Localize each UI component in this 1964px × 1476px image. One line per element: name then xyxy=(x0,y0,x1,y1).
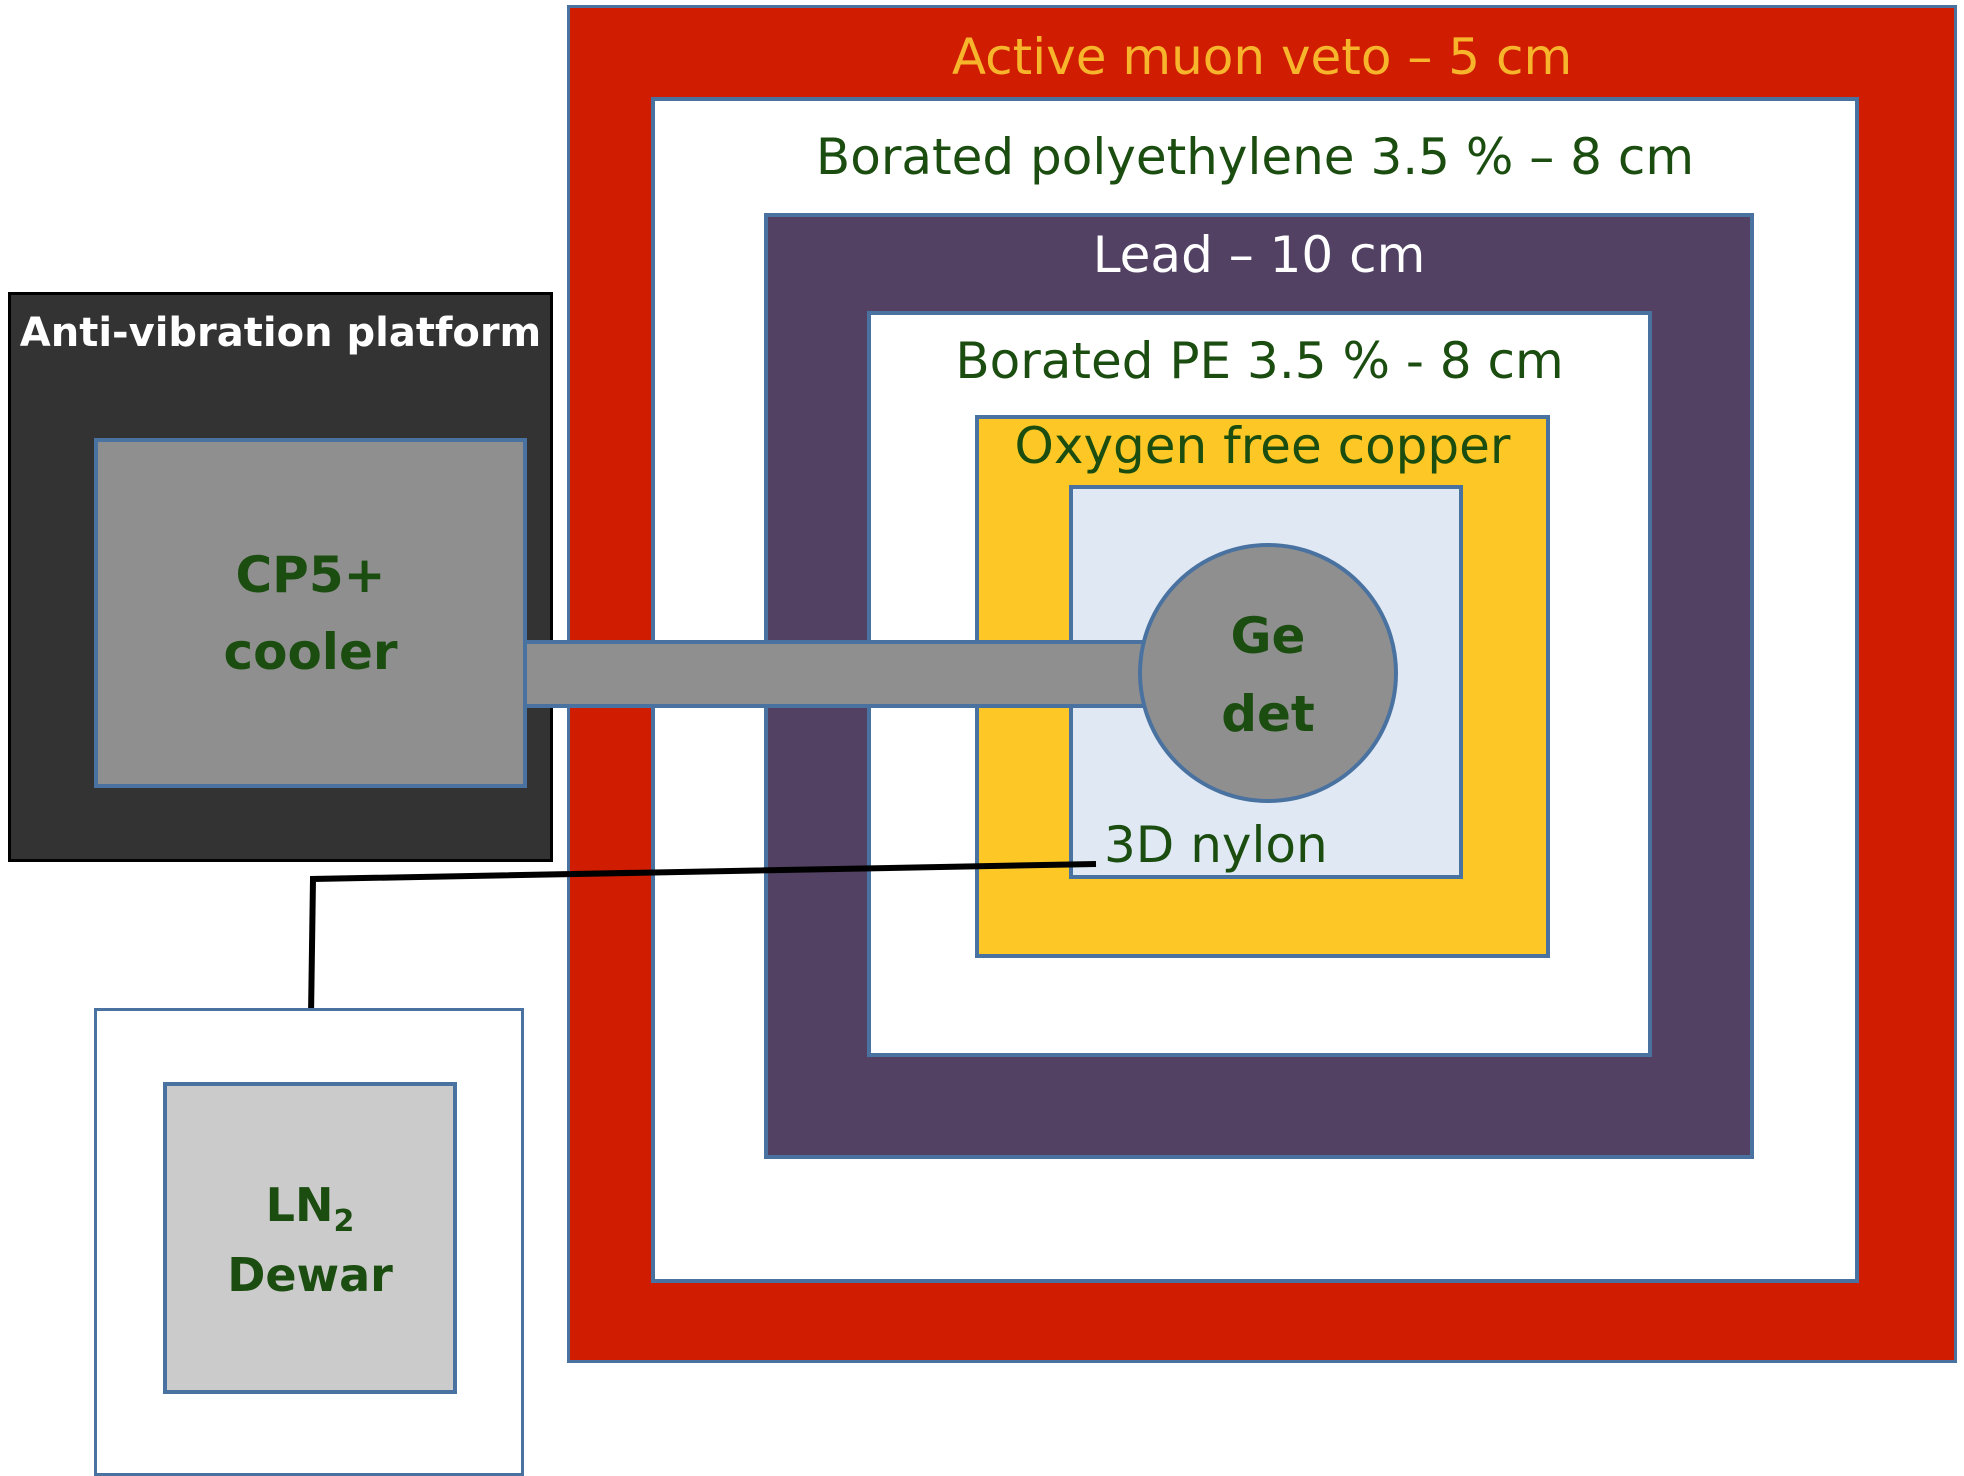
outer-borated-pe-label: Borated polyethylene 3.5 % – 8 cm xyxy=(815,128,1695,186)
lead-label: Lead – 10 cm xyxy=(1092,226,1426,284)
detector-label-line1: Ge xyxy=(1230,607,1306,665)
dewar-label-line2: Dewar xyxy=(227,1248,393,1302)
inner-borated-pe-label: Borated PE 3.5 % - 8 cm xyxy=(955,332,1564,390)
ln2-dewar xyxy=(163,1082,457,1394)
cooler-label-line1: CP5+ xyxy=(235,546,386,604)
cold-finger-bar xyxy=(523,640,1147,708)
detector-label-line2: det xyxy=(1221,685,1315,743)
nylon-label: 3D nylon xyxy=(1104,816,1328,874)
ge-detector xyxy=(1138,543,1398,803)
cp5-cooler xyxy=(94,438,527,788)
ln-text: LN xyxy=(265,1178,334,1232)
cooler-label-line2: cooler xyxy=(223,623,398,681)
platform-label: Anti-vibration platform xyxy=(19,310,542,356)
copper-label: Oxygen free copper xyxy=(1014,417,1511,475)
ln-subscript: 2 xyxy=(333,1204,355,1240)
muon-veto-label: Active muon veto – 5 cm xyxy=(951,28,1573,86)
dewar-label-line1: LN2 xyxy=(163,1178,457,1239)
